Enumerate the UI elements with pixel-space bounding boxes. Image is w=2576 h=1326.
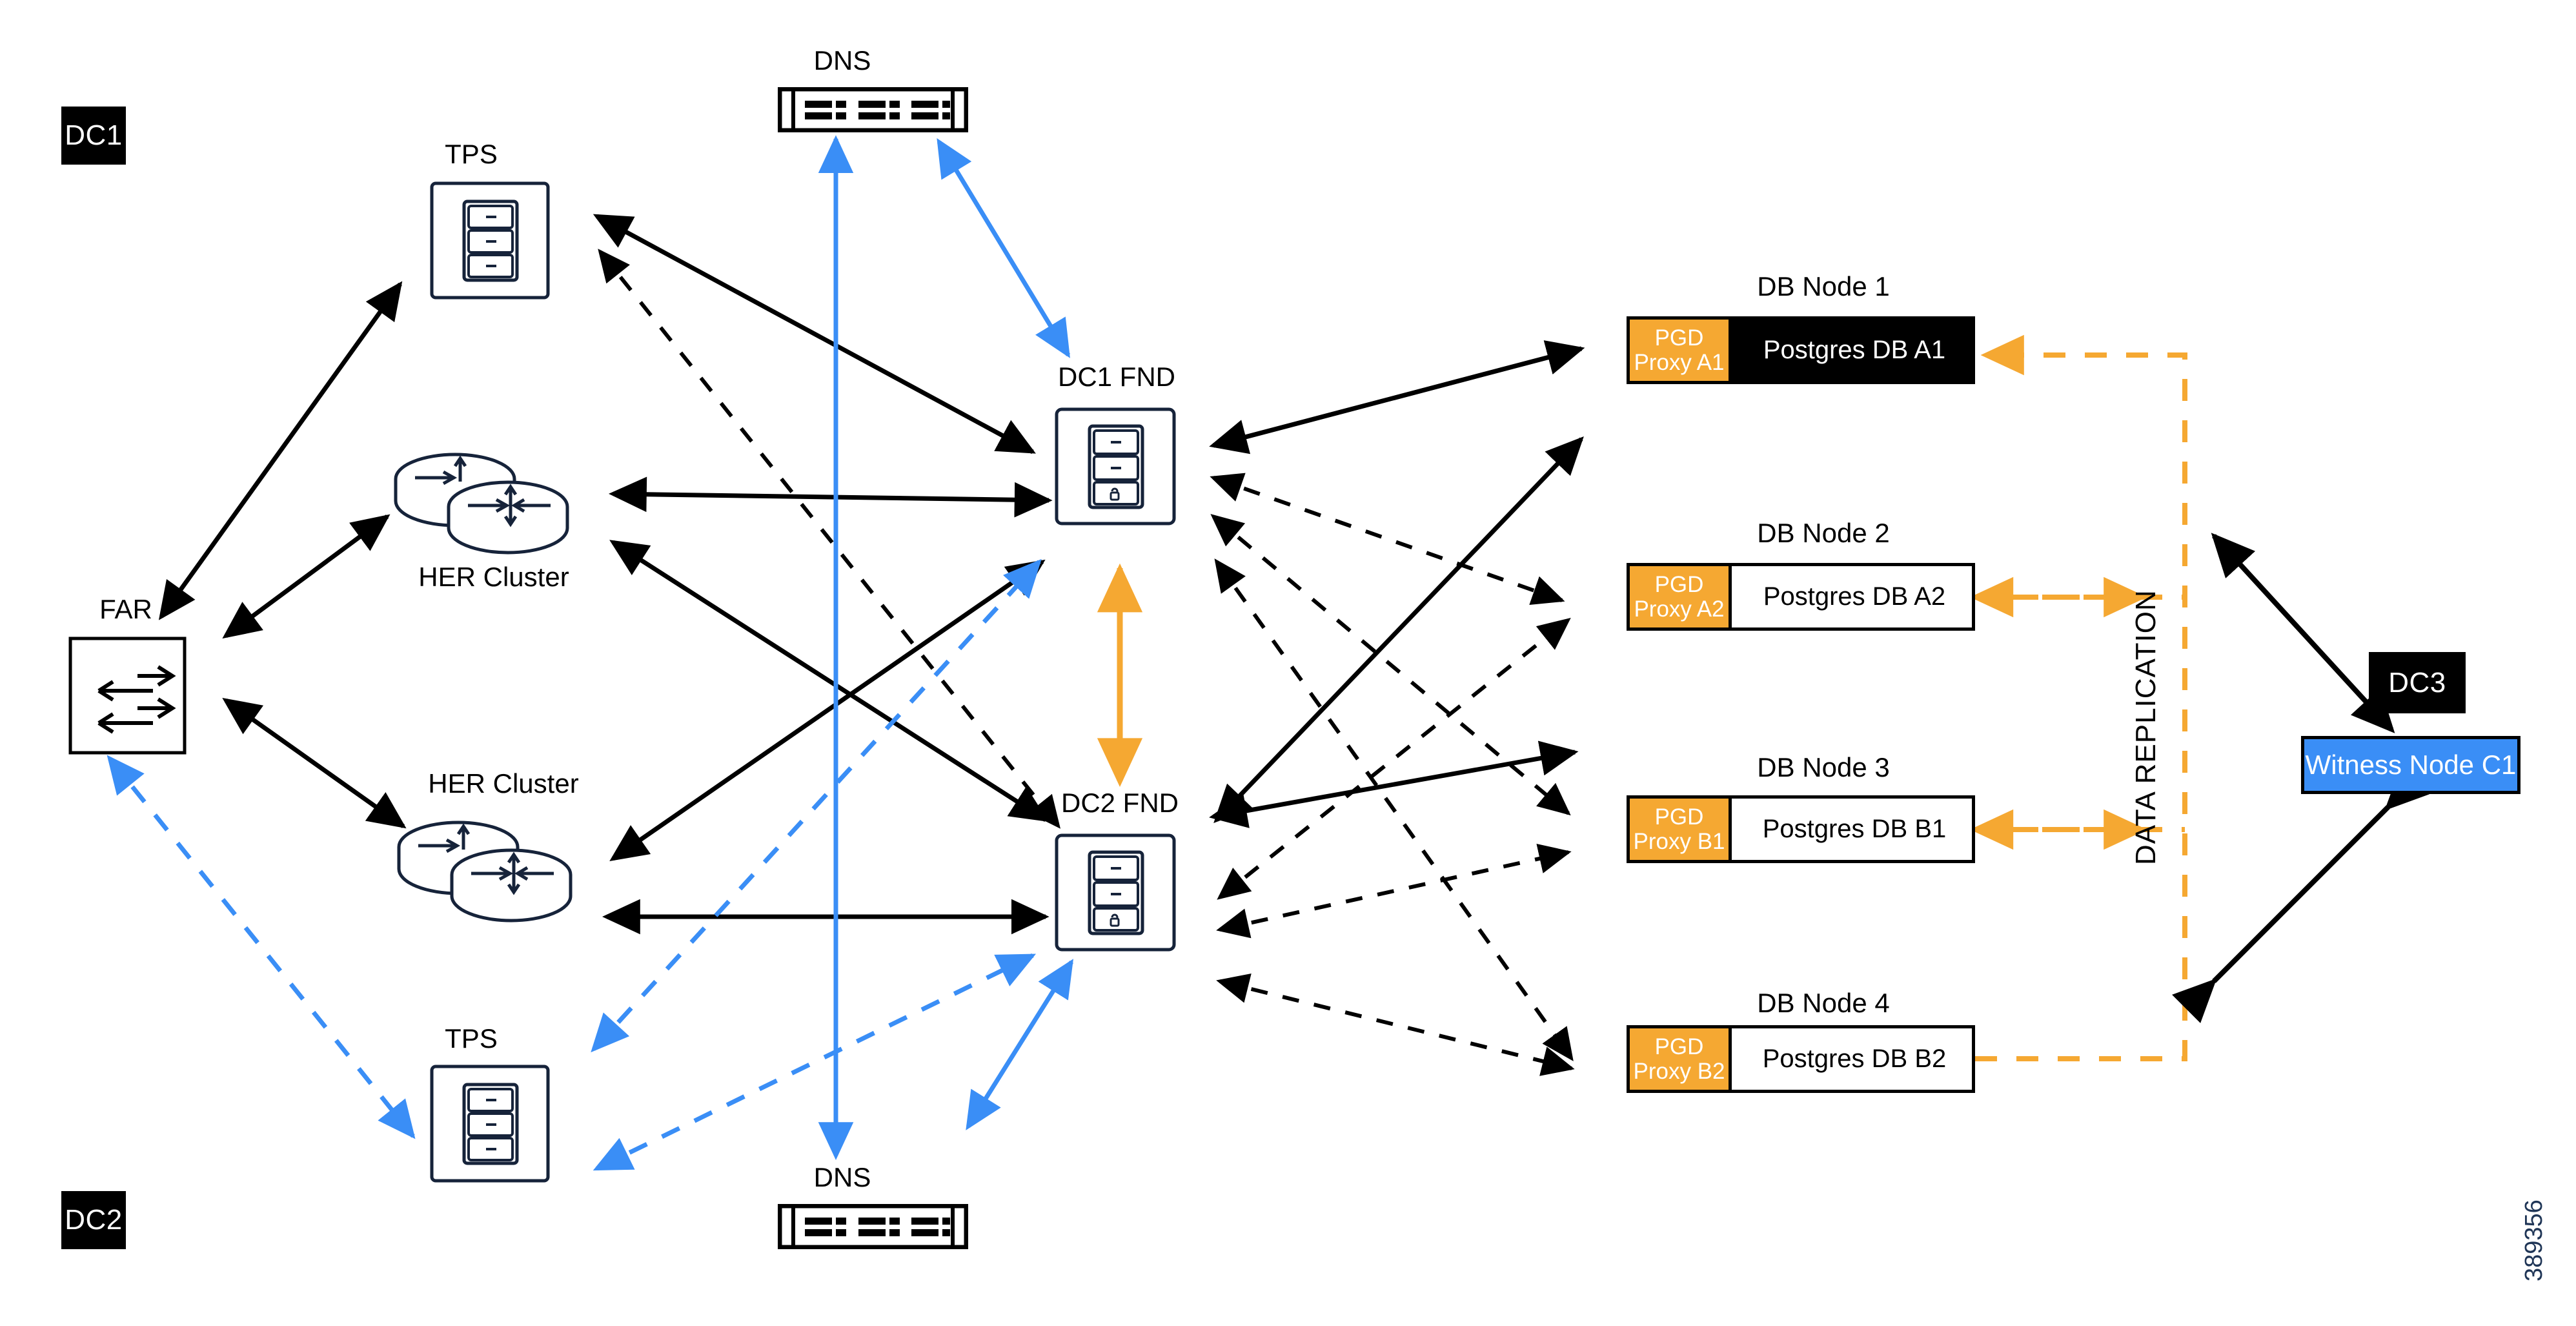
pgd-proxy-a2[interactable]: PGD Proxy A2 [1630,566,1732,627]
server-rack-icon [430,181,550,300]
pgd-proxy-line2: Proxy B1 [1633,828,1725,854]
zone-badge-dc1: DC1 [61,107,126,165]
tps-bottom-device [429,1064,551,1187]
dns-top-label: DNS [813,45,871,76]
postgres-db-b1[interactable]: Postgres DB B1 [1732,799,1972,860]
pgd-proxy-line2: Proxy B2 [1633,1058,1725,1084]
pgd-proxy-line1: PGD [1654,325,1704,351]
tps-top-device [429,181,551,303]
postgres-db-b2[interactable]: Postgres DB B2 [1732,1028,1972,1090]
db-node-4-title: DB Node 4 [1757,988,1890,1018]
tps-top-label: TPS [445,139,498,169]
lock-icon [1110,913,1120,927]
dns-appliance-icon [777,1203,969,1250]
db-node-3[interactable]: PGD Proxy B1 Postgres DB B1 [1627,795,1975,863]
far-device [68,636,187,759]
figure-number: 389356 [2520,1199,2548,1281]
db-node-3-title: DB Node 3 [1757,752,1890,782]
db-node-4[interactable]: PGD Proxy B2 Postgres DB B2 [1627,1025,1975,1093]
tps-bottom-label: TPS [445,1023,498,1054]
zone-label-dc3: DC3 [2388,666,2446,699]
her-cluster-bottom-device [387,813,581,926]
zone-badge-dc3: DC3 [2369,652,2466,713]
pgd-proxy-line1: PGD [1654,1034,1704,1059]
her-cluster-top-label: HER Cluster [418,562,569,592]
dns-appliance-icon [777,87,969,133]
her-cluster-icon [394,453,569,555]
pgd-proxy-a1[interactable]: PGD Proxy A1 [1630,320,1732,381]
db-node-2-title: DB Node 2 [1757,518,1890,548]
db-node-1[interactable]: PGD Proxy A1 Postgres DB A1 [1627,316,1975,384]
zone-label-dc1: DC1 [65,119,123,151]
pgd-proxy-line2: Proxy A2 [1634,596,1725,622]
server-rack-icon [430,1065,550,1183]
her-cluster-icon [397,821,573,923]
lock-icon [1110,487,1120,501]
dns-top-appliance [777,87,969,136]
pgd-proxy-b1[interactable]: PGD Proxy B1 [1630,799,1732,860]
postgres-db-a1[interactable]: Postgres DB A1 [1732,320,1972,381]
dc2-fnd-label: DC2 FND [1060,788,1179,818]
far-router-icon [68,637,187,755]
her-cluster-top-device [384,445,578,558]
far-label: FAR [99,594,152,624]
dns-bottom-appliance [777,1203,969,1252]
dc1-fnd-device [1054,407,1177,529]
zone-label-dc2: DC2 [65,1204,123,1236]
dc2-fnd-device [1054,833,1177,955]
dc1-fnd-label: DC1 FND [1057,362,1175,392]
fnd-server-icon [1055,407,1176,525]
pgd-proxy-line1: PGD [1654,804,1704,830]
witness-node-label: Witness Node C1 [2305,750,2517,780]
postgres-db-a2[interactable]: Postgres DB A2 [1732,566,1972,627]
pgd-proxy-line1: PGD [1654,571,1704,597]
witness-node-c1[interactable]: Witness Node C1 [2301,736,2520,794]
her-cluster-bottom-label: HER Cluster [428,768,579,799]
data-replication-label: DATA REPLICATION [2130,589,2162,865]
db-node-2[interactable]: PGD Proxy A2 Postgres DB A2 [1627,563,1975,631]
pgd-proxy-b2[interactable]: PGD Proxy B2 [1630,1028,1732,1090]
dns-bottom-label: DNS [813,1162,871,1192]
zone-badge-dc2: DC2 [61,1191,126,1249]
pgd-proxy-line2: Proxy A1 [1634,349,1725,375]
fnd-server-icon [1055,833,1176,952]
db-node-1-title: DB Node 1 [1757,271,1890,301]
